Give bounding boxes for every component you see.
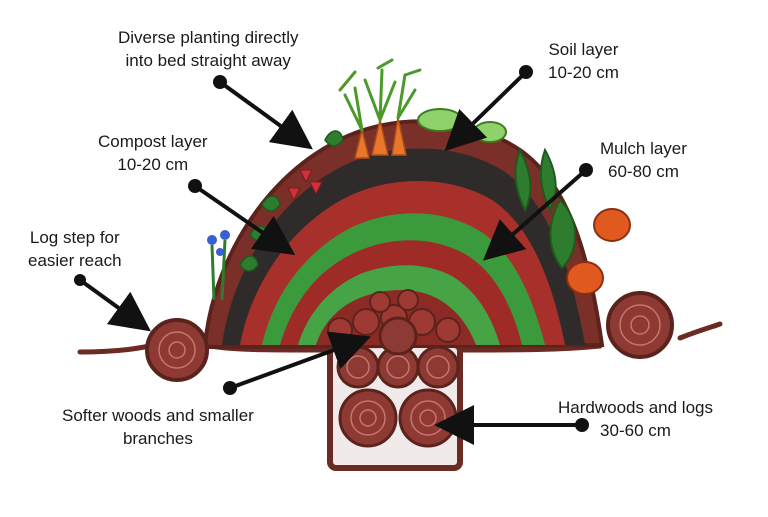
arrow-planting: [218, 80, 313, 150]
label-log-step: Log step for easier reach: [28, 226, 122, 272]
label-compost-line-1: Compost layer: [98, 132, 208, 151]
pointer-arrows: [78, 70, 588, 445]
strawberries: [287, 169, 323, 202]
label-planting-line-2: into bed straight away: [125, 51, 291, 70]
label-soil-line-1: Soil layer: [548, 40, 619, 59]
label-hardwoods-line-2: 30-60 cm: [600, 421, 671, 440]
label-mulch-line-2: 60-80 cm: [608, 162, 679, 181]
label-compost: Compost layer 10-20 cm: [98, 130, 208, 176]
arrow-log-step: [78, 278, 151, 332]
carrot-tops: [338, 58, 422, 132]
blue-flowers: [207, 230, 230, 256]
arrow-softer-woods: [228, 331, 372, 390]
label-mulch: Mulch layer 60-80 cm: [600, 137, 687, 183]
label-softer-woods-line-1: Softer woods and smaller: [62, 406, 254, 425]
label-log-step-line-2: easier reach: [28, 251, 122, 270]
label-softer-woods: Softer woods and smaller branches: [62, 404, 254, 450]
label-hardwoods-line-1: Hardwoods and logs: [558, 398, 713, 417]
label-hardwoods: Hardwoods and logs 30-60 cm: [558, 396, 713, 442]
arrow-soil: [444, 70, 528, 152]
label-planting: Diverse planting directly into bed strai…: [118, 26, 298, 72]
label-mulch-line-1: Mulch layer: [600, 139, 687, 158]
pointer-dots: [74, 65, 593, 432]
leafy-greens-right: [514, 147, 577, 270]
label-compost-line-2: 10-20 cm: [117, 155, 189, 174]
label-softer-woods-line-2: branches: [122, 429, 193, 448]
label-soil: Soil layer 10-20 cm: [548, 38, 619, 84]
log-step-left: [145, 318, 209, 382]
carrots: [354, 117, 407, 159]
flower-stems: [210, 239, 227, 301]
label-soil-line-2: 10-20 cm: [548, 63, 619, 82]
pumpkins: [566, 208, 631, 295]
log-step-right: [606, 291, 674, 359]
label-log-step-line-1: Log step for: [29, 228, 120, 247]
arrow-compost: [193, 184, 296, 256]
ground-line: [77, 321, 723, 355]
arrow-mulch: [482, 168, 588, 261]
label-planting-line-1: Diverse planting directly: [118, 28, 299, 47]
